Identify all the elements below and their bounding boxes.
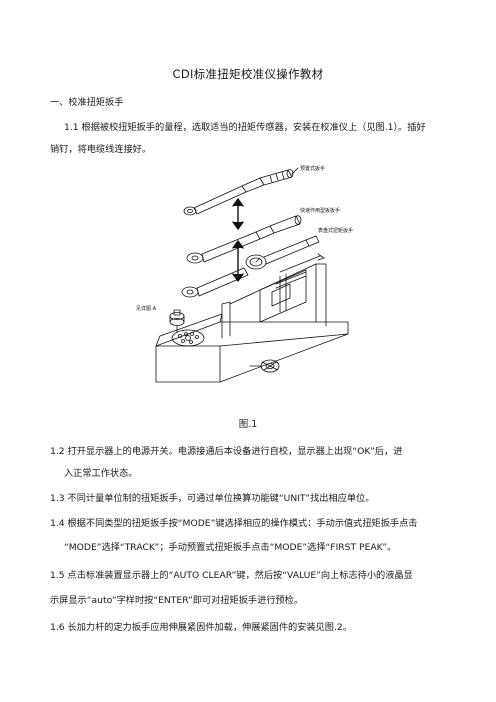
paragraph-1-3: 1.3 不同计量单位制的扭矩扳手，可通过单位换算功能键“UNIT”找出相应单位。 [50,493,375,504]
paragraph-1-2-line1: 1.2 打开显示器上的电源开关。电源接通后本设备进行自校，显示器上出现“OK”后… [50,446,403,457]
socket-detail-a [169,309,185,333]
double-arrow-upper [232,198,244,230]
paragraph-1-6: 1.6 长加力杆的定力扳手应用伸展紧固件加载，伸展紧固件的安装见图.2。 [50,622,352,633]
section-heading: 一、校准扭矩扳手 [50,97,124,108]
paragraph-1-1-line1: 1.1 根据被校扭矩扳手的量程，选取适当的扭矩传感器，安装在校准仪上（见图.1）… [64,122,426,133]
paragraph-1-2-line2: 入正常工作状态。 [64,468,138,479]
paragraph-1-5-line1: 1.5 点击标准装置显示器上的“AUTO CLEAR”键，然后按“VALUE”向… [50,570,413,581]
double-arrow-lower [232,240,244,282]
label-preset-wrench: 预置式扳手 [300,165,325,172]
figure-caption: 图.1 [238,419,258,430]
calibrator-base-drawing [155,253,349,383]
quick-action-wrench-drawing [186,215,302,264]
paragraph-1-4-line1: 1.4 根据不同类型的扭矩扳手按“MODE”键选择相应的操作模式：手动示值式扭矩… [50,518,418,529]
label-detail-a: 见详图 A [136,305,157,312]
dial-wrench-drawing [181,235,320,298]
preset-wrench-drawing [183,167,299,216]
paragraph-1-5-line2: 示屏显示“auto”字样时按“ENTER”即可对扭矩扳手进行预检。 [50,595,304,606]
paragraph-1-4-line2: “MODE”选择“TRACK”；手动预置式扭矩扳手点击“MODE”选择“FIRS… [64,542,397,553]
page-title: CDI标准扭矩校准仪操作教材 [172,67,324,81]
label-dial-wrench: 表盘式扭矩扳手 [318,227,353,234]
paragraph-1-1-line2: 销钉，将电缆线连接好。 [50,144,152,155]
label-quick-action-wrench: 快速作用型扳扳手 [300,207,340,214]
figure-1-illustration: 预置式扳手 快速作用型扳扳手 表盘式扭矩扳手 见详图 A [136,165,353,383]
